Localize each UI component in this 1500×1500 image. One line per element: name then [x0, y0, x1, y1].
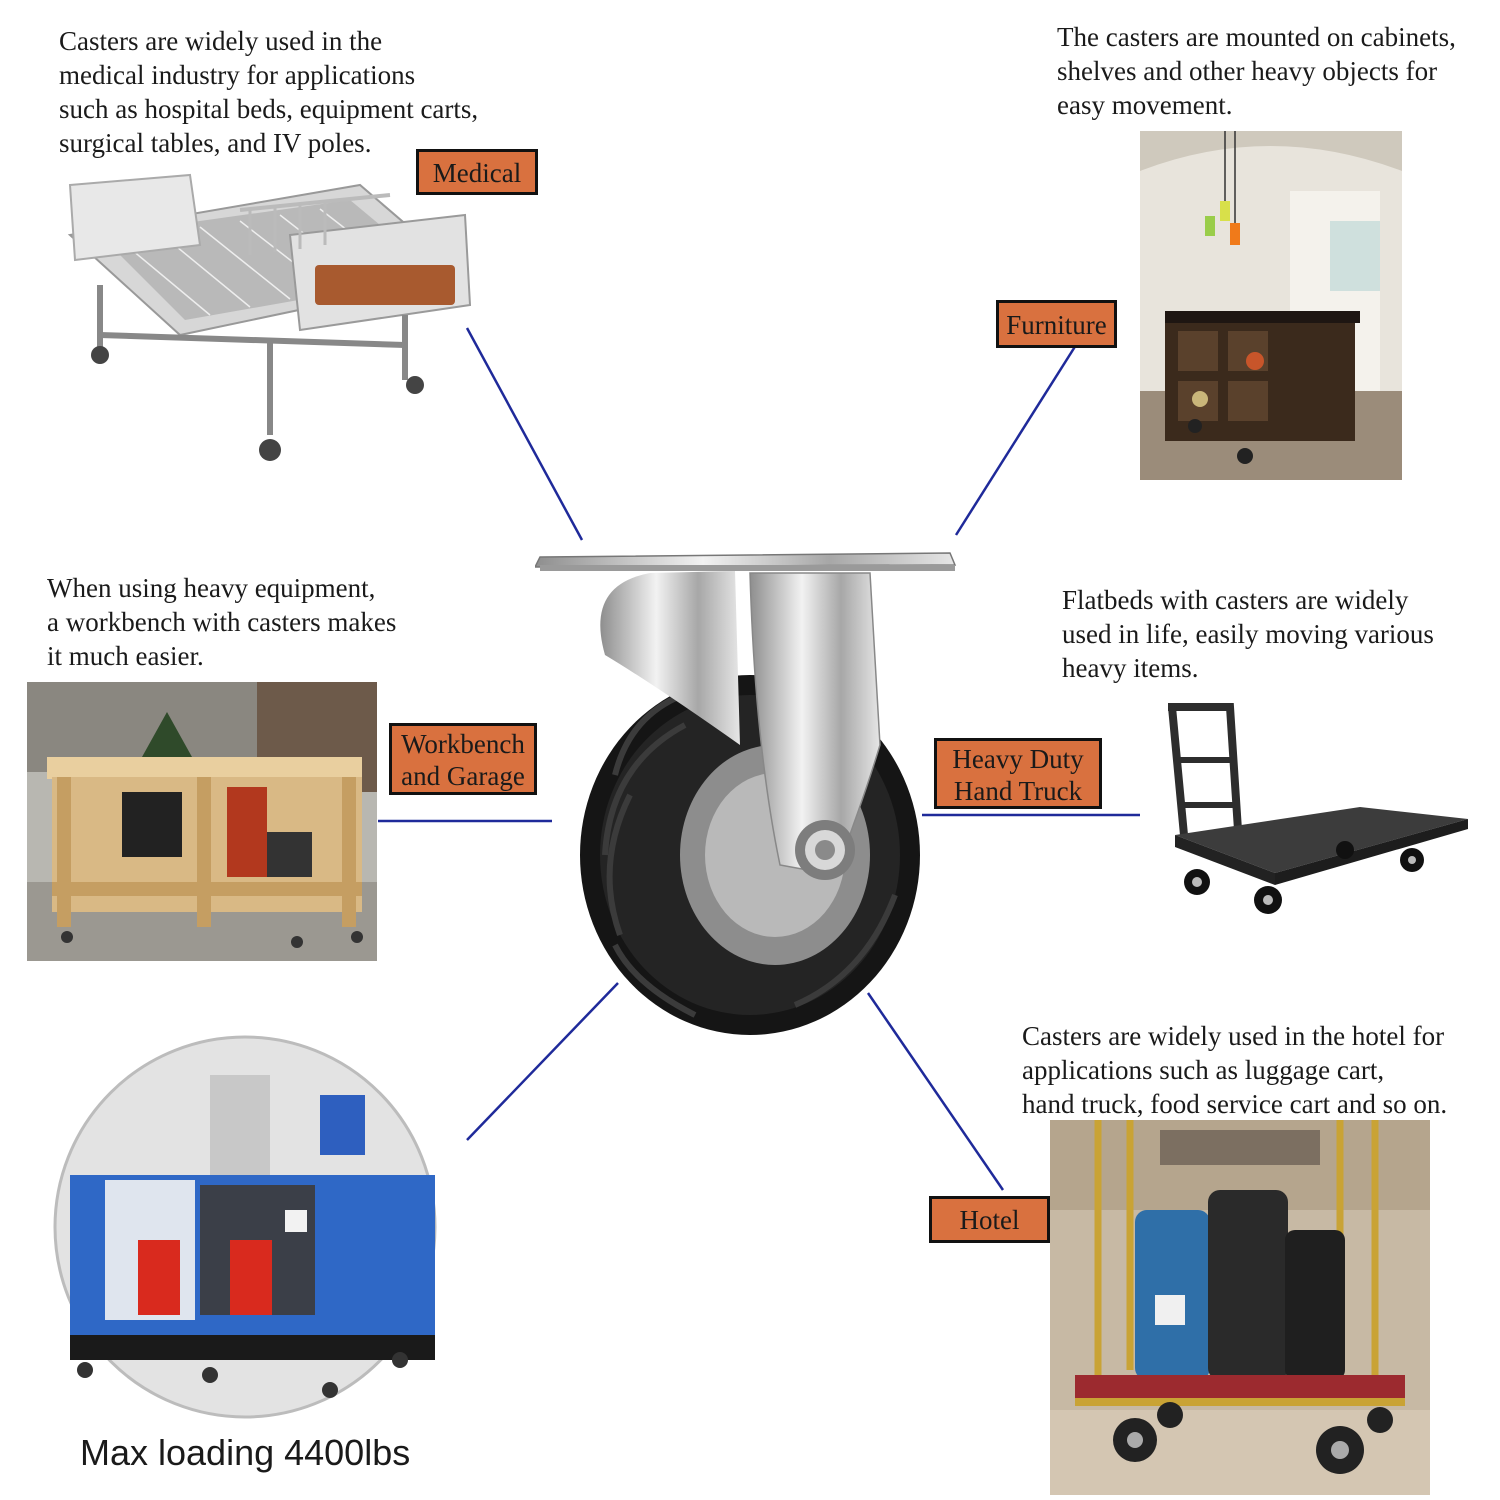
connector-medical [465, 327, 584, 541]
hand-truck-label: Heavy Duty Hand Truck [934, 738, 1102, 809]
workbench-image [27, 682, 377, 961]
medical-label: Medical [416, 149, 538, 195]
medical-caption: Casters are widely used in the medical i… [59, 26, 479, 158]
connector-industrial [466, 982, 619, 1141]
hand-truck-image [1168, 703, 1468, 914]
workbench-label: Workbench and Garage [389, 723, 537, 795]
industrial-machine-image [53, 1035, 437, 1419]
workbench-caption: When using heavy equipment, a workbench … [47, 573, 397, 671]
caster-wheel-image [535, 552, 957, 1035]
furniture-label: Furniture [996, 300, 1117, 348]
luggage-cart-image [1050, 1120, 1430, 1495]
hand-truck-caption: Flatbeds with casters are widely used in… [1062, 585, 1434, 683]
connector-furniture [954, 344, 1078, 536]
kitchen-island-image [1140, 131, 1402, 480]
hospital-bed-image [67, 173, 472, 461]
hotel-caption: Casters are widely used in the hotel for… [1022, 1021, 1448, 1119]
furniture-caption: The casters are mounted on cabinets, she… [1057, 22, 1456, 120]
hotel-label: Hotel [929, 1196, 1050, 1243]
max-loading-caption: Max loading 4400lbs [80, 1432, 411, 1473]
connector-hotel [866, 992, 1005, 1191]
